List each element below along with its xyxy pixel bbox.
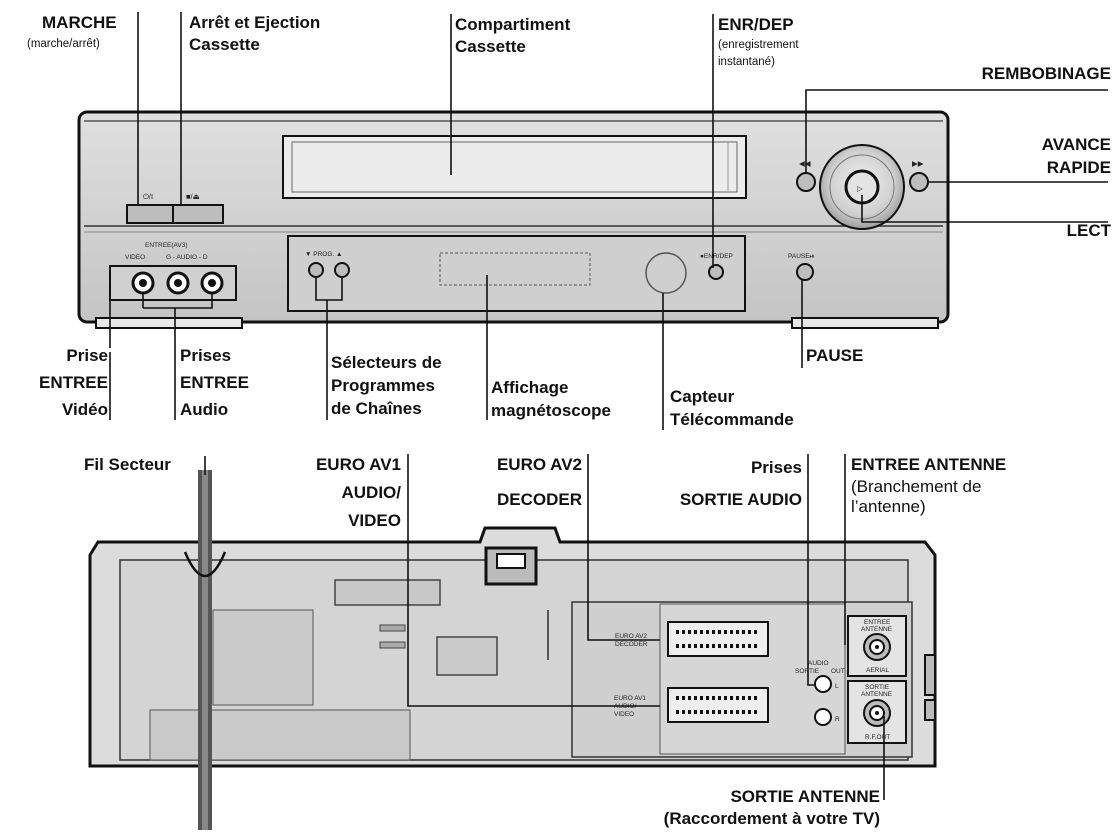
- label-rembobinage: REMBOBINAGE: [981, 64, 1111, 83]
- label-sortie-antenne-2: (Raccordement à votre TV): [663, 809, 880, 828]
- entree-av3-text: ENTREE(AV3): [145, 242, 188, 249]
- sortie-antenne-text-1: SORTIE: [865, 684, 890, 691]
- prog-up-button[interactable]: [334, 262, 350, 278]
- stop-eject-symbol: ■/⏏: [186, 192, 200, 201]
- leader-lines: [109, 12, 1108, 800]
- label-prises-audio-3: Audio: [180, 400, 229, 419]
- aerial-in-connector[interactable]: [863, 633, 891, 661]
- label-prise-1: Prise: [66, 346, 108, 365]
- audio-left-jack-icon[interactable]: [166, 271, 190, 295]
- euro-av2-text-2: DECODER: [615, 641, 648, 648]
- label-capteur-2: Télécommande: [670, 410, 794, 429]
- euro-av1-text-1: EURO AV1: [614, 695, 646, 702]
- front-panel: ⏻/I ■/⏏ ENTREE(AV3) VIDEO G - AUDIO - D …: [77, 110, 950, 329]
- label-avance-1: AVANCE: [1041, 135, 1111, 154]
- rf-out-text: R.F.OUT: [865, 734, 890, 741]
- label-compartiment-2: Cassette: [455, 37, 526, 56]
- label-sortie-antenne-1: SORTIE ANTENNE: [730, 787, 880, 806]
- label-entree-antenne-1: ENTREE ANTENNE: [851, 455, 1007, 474]
- label-selecteurs-2: Programmes: [331, 376, 435, 395]
- label-prise-2: ENTREE: [39, 373, 108, 392]
- audio-out-right-jack[interactable]: [814, 708, 832, 726]
- label-enr-sub-1: (enregistrement: [718, 39, 799, 51]
- label-arret-2: Cassette: [189, 35, 260, 54]
- audio-right-jack-icon[interactable]: [200, 271, 224, 295]
- euro-av1-connector[interactable]: [667, 687, 769, 723]
- rewind-button[interactable]: [796, 172, 816, 192]
- label-sortie-audio-2: SORTIE AUDIO: [679, 490, 802, 509]
- label-marche-sub: (marche/arrêt): [27, 38, 100, 50]
- pause-button[interactable]: [796, 263, 814, 281]
- label-enr: ENR/DEP: [718, 15, 794, 34]
- label-euro1-3: VIDEO: [348, 511, 401, 530]
- label-selecteurs-1: Sélecteurs de: [331, 353, 442, 372]
- label-avance-2: RAPIDE: [1046, 158, 1111, 177]
- power-symbol: ⏻/I: [143, 192, 153, 201]
- label-lect: LECT: [1066, 221, 1111, 240]
- label-entree-antenne-2: (Branchement de: [851, 477, 982, 496]
- video-jack-icon[interactable]: [131, 271, 155, 295]
- label-affichage-2: magnétoscope: [491, 401, 611, 420]
- label-marche: MARCHE: [42, 13, 117, 32]
- label-selecteurs-3: de Chaînes: [331, 399, 422, 418]
- rf-out-connector[interactable]: [863, 699, 891, 727]
- audio-text: AUDIO: [808, 660, 829, 667]
- label-euro1-2: AUDIO/: [341, 483, 402, 502]
- power-button[interactable]: [126, 204, 174, 224]
- label-capteur-1: Capteur: [670, 387, 735, 406]
- audio-jack-text: G - AUDIO - D: [166, 254, 208, 261]
- euro-av2-connector[interactable]: [667, 621, 769, 657]
- entree-antenne-text-1: ENTREE: [864, 619, 891, 626]
- label-pause: PAUSE: [806, 346, 864, 365]
- label-euro2-1: EURO AV2: [496, 455, 582, 474]
- audio-out-left-jack[interactable]: [814, 675, 832, 693]
- label-affichage-1: Affichage: [491, 378, 569, 397]
- display-window: [287, 235, 746, 312]
- label-sortie-audio-1: Prises: [750, 458, 802, 477]
- record-button[interactable]: [708, 264, 724, 280]
- cassette-slot: [282, 135, 747, 199]
- label-prise-3: Vidéo: [62, 400, 108, 419]
- label-euro2-2: DECODER: [496, 490, 582, 509]
- stop-eject-button[interactable]: [172, 204, 224, 224]
- euro-av2-text-1: EURO AV2: [615, 633, 647, 640]
- l-text: L: [835, 683, 839, 690]
- label-entree-antenne-3: l’antenne): [851, 497, 926, 516]
- label-fil-secteur: Fil Secteur: [84, 455, 171, 474]
- pause-text: PAUSE⏯: [788, 253, 815, 260]
- prog-down-button[interactable]: [308, 262, 324, 278]
- euro-av1-text-3: VIDEO: [614, 711, 634, 718]
- label-prises-audio-1: Prises: [180, 346, 232, 365]
- label-arret-1: Arrêt et Ejection: [189, 13, 321, 32]
- play-symbol: ▷: [857, 184, 864, 193]
- vcr-display: [439, 252, 591, 286]
- remote-sensor: [645, 252, 687, 294]
- enr-dep-text: ●ENR/DEP: [700, 253, 733, 260]
- rear-panel: EURO AV2 DECODER EURO AV1 AUDIO/ VIDEO A…: [88, 470, 937, 830]
- video-jack-text: VIDEO: [125, 254, 145, 261]
- aerial-text: AERIAL: [866, 667, 890, 674]
- out-text: OUT: [831, 668, 845, 675]
- label-euro1-1: EURO AV1: [315, 455, 401, 474]
- entree-antenne-text-2: ANTENNE: [861, 626, 893, 633]
- label-enr-sub-2: instantané): [718, 56, 775, 68]
- fast-forward-button[interactable]: [909, 172, 929, 192]
- label-compartiment-1: Compartiment: [455, 15, 571, 34]
- sortie-antenne-text-2: ANTENNE: [861, 691, 893, 698]
- prog-text: ▼ PROG. ▲: [305, 251, 342, 258]
- r-text: R: [835, 716, 840, 723]
- label-prises-audio-2: ENTREE: [180, 373, 249, 392]
- ff-symbol: ▶▶: [912, 159, 925, 168]
